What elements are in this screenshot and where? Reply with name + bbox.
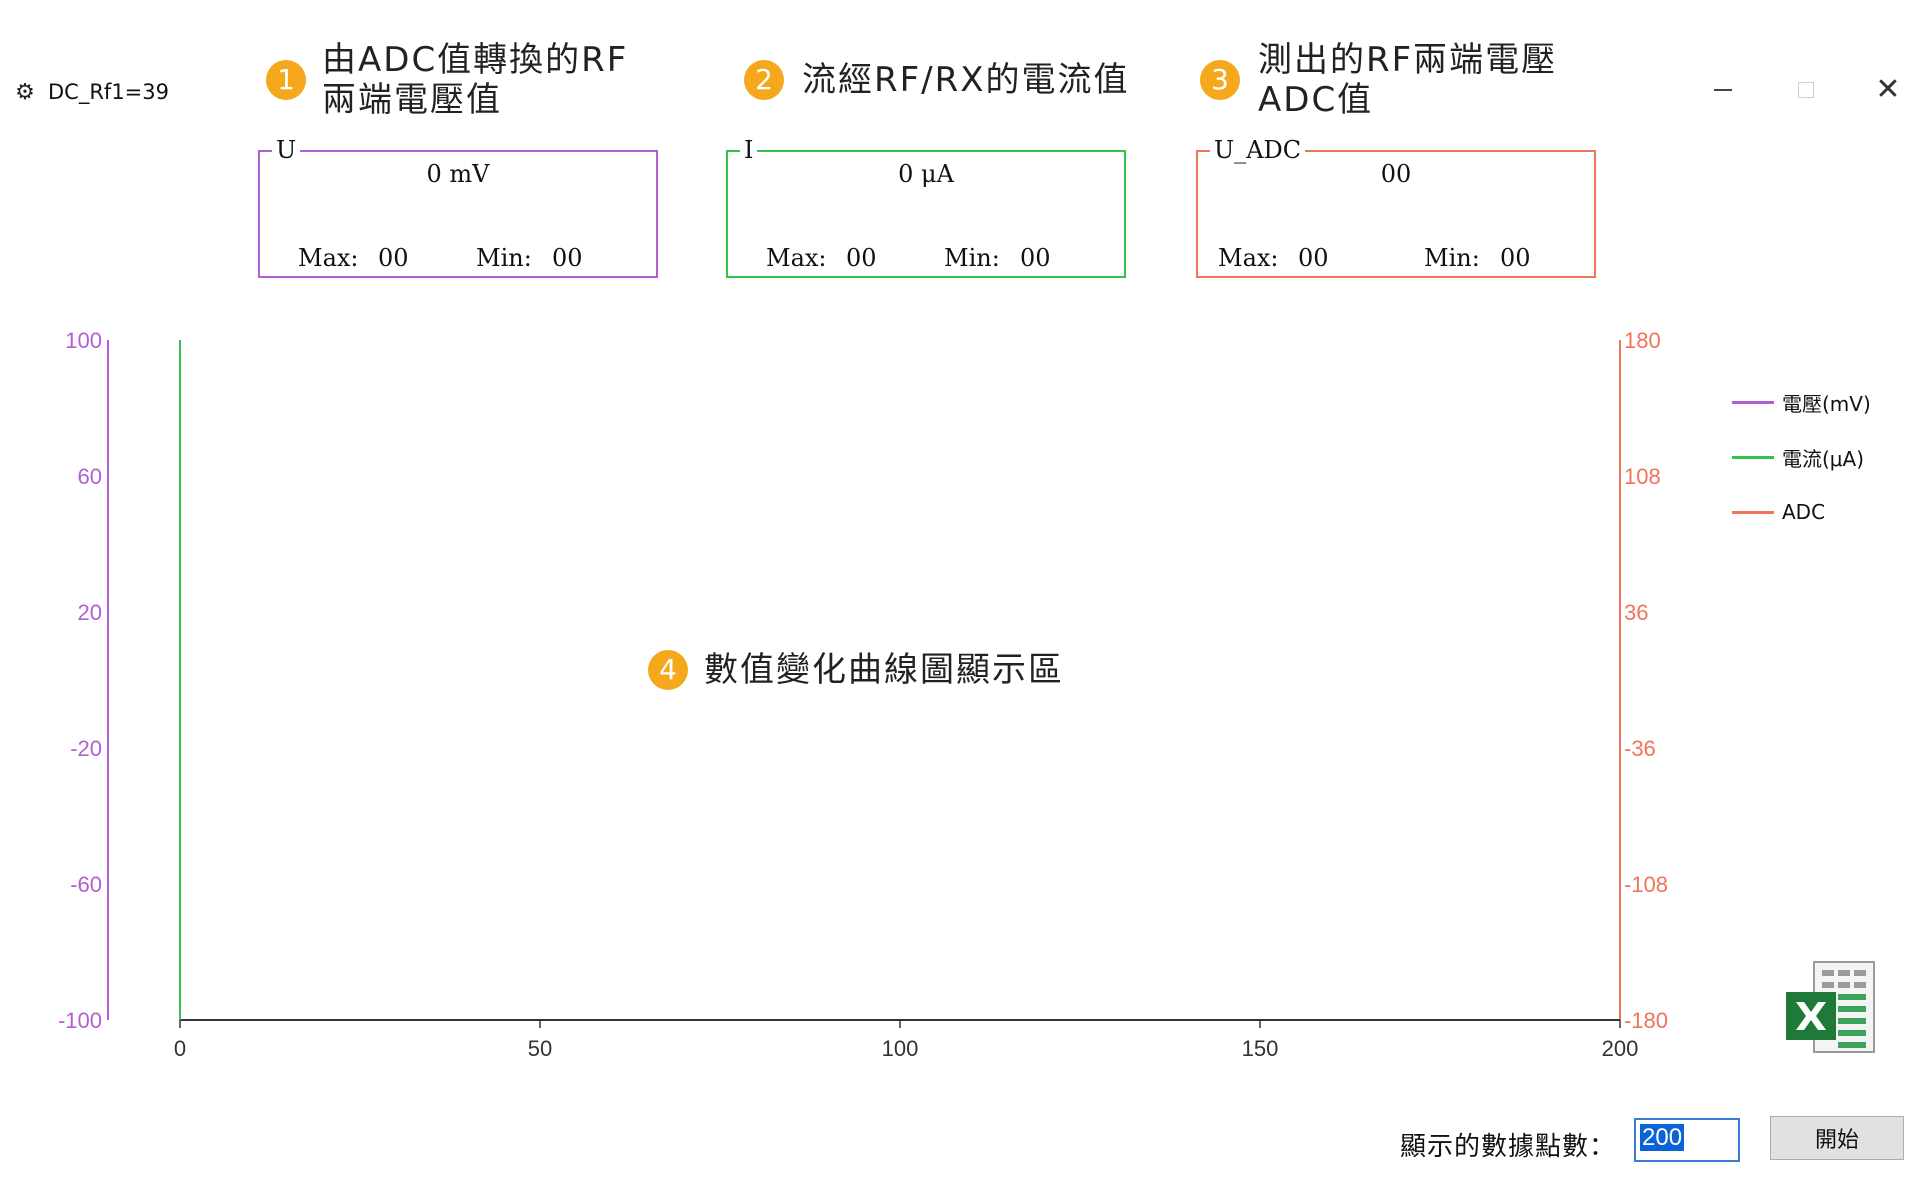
right-axis-tick-label: 108 <box>1624 464 1661 489</box>
start-button[interactable]: 開始 <box>1770 1116 1904 1160</box>
callout-badge-4: 4 <box>648 650 688 690</box>
callout-badge-1: 1 <box>266 60 306 100</box>
callout-text-3: 測出的RF兩端電壓 ADC值 <box>1258 40 1558 120</box>
legend-item-current: 電流(μA) <box>1732 443 1864 471</box>
points-label: 顯示的數據點數： <box>1400 1132 1617 1162</box>
points-input[interactable]: 200 <box>1634 1118 1740 1162</box>
callout-text-4: 數值變化曲線圖顯示區 <box>704 650 1064 690</box>
points-input-value: 200 <box>1640 1124 1685 1151</box>
excel-icon[interactable] <box>1782 958 1878 1058</box>
legend-item-adc: ADC <box>1732 498 1825 526</box>
left-axis-tick-label: 60 <box>78 464 102 489</box>
adc-max-label: Max: <box>1218 244 1279 272</box>
voltage-max-label: Max: <box>298 244 359 272</box>
adc-group: U_ADC 00 Max: 00 Min: 00 <box>1196 136 1596 278</box>
current-max-label: Max: <box>766 244 827 272</box>
left-axis-tick-label: 20 <box>78 600 102 625</box>
current-value: 0 μA <box>898 160 954 188</box>
voltage-value: 0 mV <box>426 160 490 188</box>
current-min-value: 00 <box>1020 244 1051 272</box>
chart-area: 100 60 20 -20 -60 -100 180 108 36 -36 -108 -180 0 50 1… <box>58 328 1668 1061</box>
close-icon: ✕ <box>1875 72 1901 107</box>
adc-min-label: Min: <box>1424 244 1480 272</box>
gear-icon: ⚙ <box>15 80 35 105</box>
voltage-max-value: 00 <box>378 244 409 272</box>
adc-min-value: 00 <box>1500 244 1531 272</box>
minimize-button[interactable] <box>1693 70 1753 110</box>
left-axis-tick-label: -60 <box>70 872 102 897</box>
current-min-label: Min: <box>944 244 1000 272</box>
callout-badge-3: 3 <box>1200 60 1240 100</box>
right-axis-tick-label: -36 <box>1624 736 1656 761</box>
left-axis-tick-label: -100 <box>58 1008 102 1033</box>
legend-label-adc: ADC <box>1782 500 1826 524</box>
minimize-icon <box>1714 89 1732 91</box>
maximize-icon <box>1798 82 1814 98</box>
current-max-value: 00 <box>846 244 877 272</box>
left-axis-tick-label: -20 <box>70 736 102 761</box>
close-button[interactable]: ✕ <box>1858 70 1918 110</box>
legend-label-voltage: 電壓(mV) <box>1782 391 1871 416</box>
legend-swatch-adc <box>1732 510 1774 514</box>
voltage-group-legend: U <box>272 136 301 164</box>
x-axis-tick-label: 150 <box>1242 1036 1279 1061</box>
right-axis-tick-label: 180 <box>1624 328 1661 353</box>
voltage-min-label: Min: <box>476 244 532 272</box>
current-group: I 0 μA Max: 00 Min: 00 <box>726 136 1126 278</box>
legend-item-voltage: 電壓(mV) <box>1732 388 1871 416</box>
right-axis-tick-label: -180 <box>1624 1008 1668 1033</box>
left-axis-tick-label: 100 <box>65 328 102 353</box>
window-title: DC_Rf1=39 <box>48 80 169 104</box>
adc-value: 00 <box>1380 160 1412 188</box>
voltage-min-value: 00 <box>552 244 583 272</box>
current-group-legend: I <box>740 136 758 164</box>
x-axis-tick-label: 50 <box>528 1036 552 1061</box>
adc-max-value: 00 <box>1298 244 1329 272</box>
right-axis-tick-label: -108 <box>1624 872 1668 897</box>
right-axis-tick-label: 36 <box>1624 600 1648 625</box>
legend-swatch-voltage <box>1732 400 1774 404</box>
callout-text-1: 由ADC值轉換的RF 兩端電壓值 <box>322 40 629 120</box>
legend-label-current: 電流(μA) <box>1782 446 1865 471</box>
voltage-group: U 0 mV Max: 00 Min: 00 <box>258 136 658 278</box>
adc-group-legend: U_ADC <box>1210 136 1306 164</box>
callout-badge-2: 2 <box>744 60 784 100</box>
callout-text-2: 流經RF/RX的電流值 <box>802 60 1130 100</box>
x-axis-tick-label: 200 <box>1602 1036 1639 1061</box>
x-axis-tick-label: 0 <box>174 1036 186 1061</box>
x-axis-tick-label: 100 <box>882 1036 919 1061</box>
maximize-button[interactable] <box>1776 70 1836 110</box>
legend-swatch-current <box>1732 455 1774 459</box>
